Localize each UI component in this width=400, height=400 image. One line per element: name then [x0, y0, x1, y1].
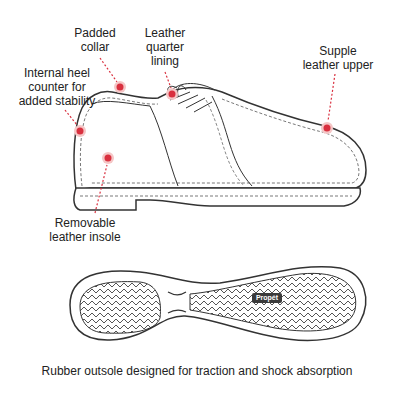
stitching	[80, 98, 359, 186]
vamp-stitch	[206, 100, 244, 186]
sole-welt	[80, 196, 352, 197]
part-label: Leather quarter lining	[135, 26, 195, 68]
part-label: Internal heel counter for added stabilit…	[12, 66, 102, 108]
outsole	[70, 267, 366, 341]
heel-tread	[80, 282, 160, 334]
collar-line	[92, 101, 150, 106]
forefoot-tread	[190, 273, 356, 331]
shoe-upper	[74, 88, 366, 191]
brand-mark: Propét	[252, 293, 282, 303]
caption: Rubber outsole designed for traction and…	[0, 364, 397, 378]
quarter-seam	[150, 106, 178, 186]
shoe-sole	[74, 188, 360, 210]
vamp-seam	[212, 96, 252, 186]
leader-lines	[65, 58, 335, 213]
part-label: Supple leather upper	[300, 44, 376, 72]
callout-dots	[74, 81, 333, 164]
part-label: Padded collar	[60, 26, 130, 54]
waist-slots	[168, 292, 186, 313]
part-label: Removable leather insole	[40, 216, 130, 244]
